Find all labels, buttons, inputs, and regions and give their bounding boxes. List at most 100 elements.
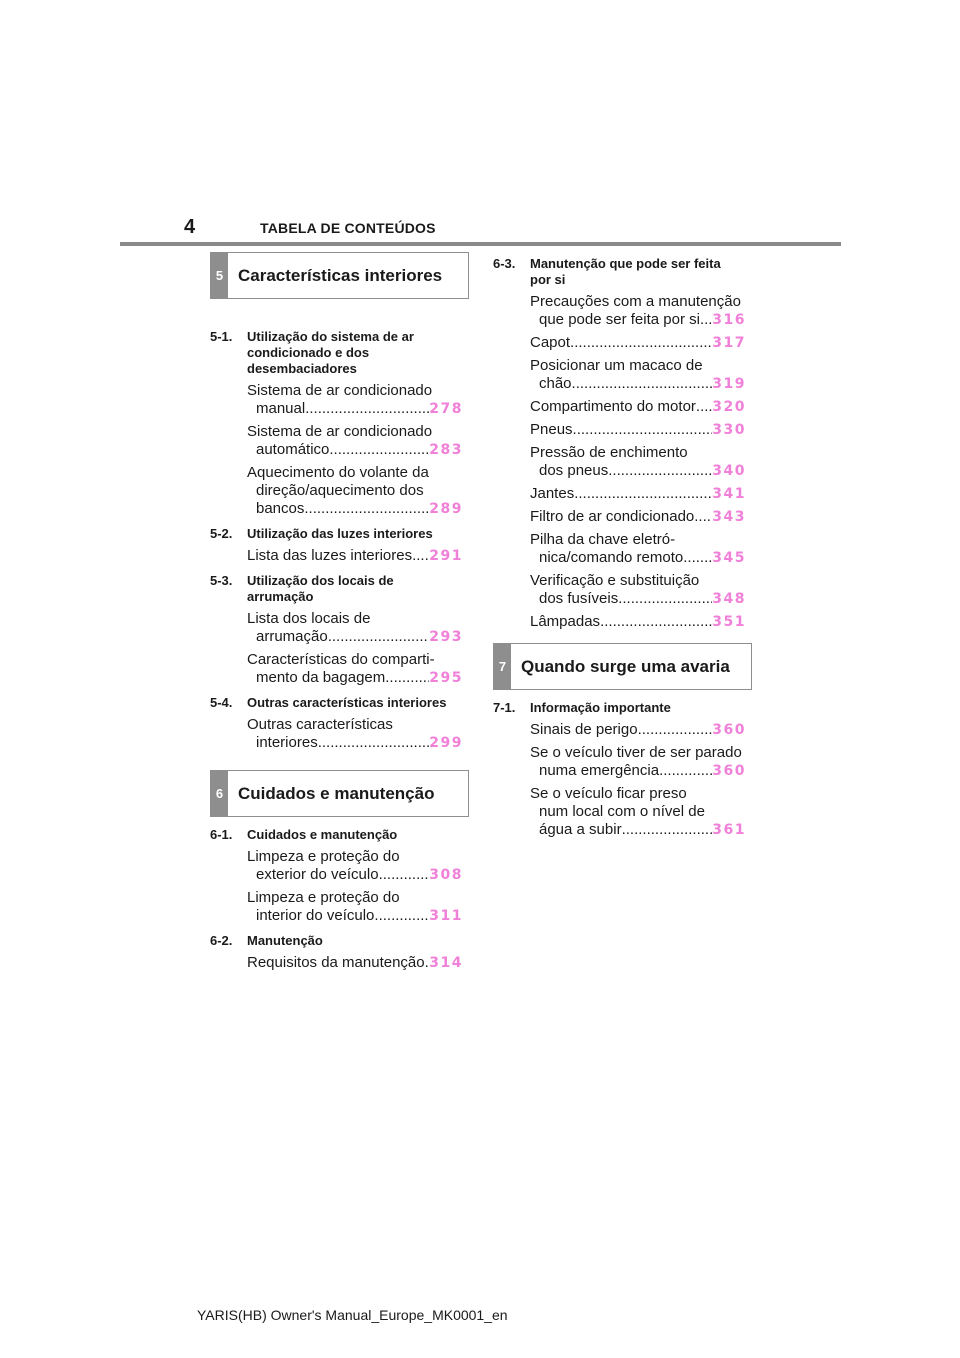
section-number: 5-4. xyxy=(210,695,233,710)
section-heading: 6-1.Cuidados e manutenção xyxy=(210,827,470,843)
entry-line: Requisitos da manutenção314 xyxy=(247,954,463,972)
dot-leader xyxy=(318,734,430,752)
page-link[interactable]: 360 xyxy=(712,722,746,738)
section-heading: 5-2.Utilização das luzes interiores xyxy=(210,526,470,542)
page-link[interactable]: 316 xyxy=(712,312,746,328)
page-number: 4 xyxy=(184,216,196,238)
page-link[interactable]: 293 xyxy=(429,629,463,645)
page-link[interactable]: 343 xyxy=(712,509,746,525)
entry-text: água a subir xyxy=(539,821,622,838)
dot-leader xyxy=(700,311,712,329)
section-number: 5-3. xyxy=(210,573,233,588)
entry-line: manual 278 xyxy=(247,400,463,418)
page-link[interactable]: 317 xyxy=(712,335,746,351)
entry-line: mento da bagagem 295 xyxy=(247,669,463,687)
footer-text: YARIS(HB) Owner's Manual_Europe_MK0001_e… xyxy=(197,1307,508,1323)
entry-text: arrumação xyxy=(256,628,328,645)
page-link[interactable]: 340 xyxy=(712,463,746,479)
toc-entry[interactable]: Lâmpadas351 xyxy=(530,613,746,631)
entry-line: Lâmpadas351 xyxy=(530,613,746,631)
toc-entry[interactable]: Pilha da chave eletró-nica/comando remot… xyxy=(530,531,746,567)
entry-line: Verificação e substituição xyxy=(530,572,700,589)
toc-entry[interactable]: Filtro de ar condicionado343 xyxy=(530,508,746,526)
page-link[interactable]: 289 xyxy=(429,501,463,517)
entry-line: Limpeza e proteção do xyxy=(247,848,400,865)
toc-entry[interactable]: Capot317 xyxy=(530,334,746,352)
toc-entry[interactable]: Sistema de ar condicionadoautomático283 xyxy=(247,423,463,459)
entry-line: num local com o nível de xyxy=(539,803,705,820)
entry-line: dos fusíveis348 xyxy=(530,590,746,608)
entry-text: dos pneus xyxy=(539,462,609,479)
page-link[interactable]: 299 xyxy=(429,735,463,751)
toc-entry[interactable]: Lista dos locais dearrumação293 xyxy=(247,610,463,646)
page-link[interactable]: 320 xyxy=(712,399,746,415)
page-link[interactable]: 361 xyxy=(712,822,746,838)
page-link[interactable]: 330 xyxy=(712,422,746,438)
section-number: 6-3. xyxy=(493,256,516,271)
section-number: 5-2. xyxy=(210,526,233,541)
toc-entry[interactable]: Características do comparti-mento da bag… xyxy=(247,651,463,687)
page-link[interactable]: 360 xyxy=(712,763,746,779)
page-link[interactable]: 291 xyxy=(429,548,463,564)
page-link[interactable]: 295 xyxy=(429,670,463,686)
toc-entry[interactable]: Posicionar um macaco dechão319 xyxy=(530,357,746,393)
toc-entry[interactable]: Lista das luzes interiores291 xyxy=(247,547,463,565)
toc-entry[interactable]: Compartimento do motor320 xyxy=(530,398,746,416)
dot-leader xyxy=(683,549,712,567)
toc-entry[interactable]: Jantes341 xyxy=(530,485,746,503)
page-link[interactable]: 311 xyxy=(429,908,463,924)
entry-line: Sistema de ar condicionado xyxy=(247,423,433,440)
section-heading: 5-4.Outras características interiores xyxy=(210,695,470,711)
section-title-line: Cuidados e manutenção xyxy=(247,827,398,842)
toc-entry[interactable]: Outras característicasinteriores299 xyxy=(247,716,463,752)
entry-line: Sinais de perigo360 xyxy=(530,721,746,739)
entry-text: interior do veículo xyxy=(256,907,375,924)
chapter-title: Cuidados e manutenção xyxy=(238,783,435,803)
page-link[interactable]: 348 xyxy=(712,591,746,607)
entry-text: mento da bagagem xyxy=(256,669,386,686)
entry-text: manual xyxy=(256,400,306,417)
section-heading: 7-1.Informação importante xyxy=(493,700,751,716)
section-number: 6-2. xyxy=(210,933,233,948)
dot-leader xyxy=(574,485,712,503)
dot-leader xyxy=(412,547,429,565)
dot-leader xyxy=(572,375,713,393)
page-link[interactable]: 278 xyxy=(429,401,463,417)
section-title: Manutenção xyxy=(247,933,470,949)
dot-leader xyxy=(328,628,430,646)
toc-entry[interactable]: Pneus330 xyxy=(530,421,746,439)
page-link[interactable]: 345 xyxy=(712,550,746,566)
entry-line: Pneus330 xyxy=(530,421,746,439)
page-link[interactable]: 351 xyxy=(712,614,746,630)
entry-line: direção/aquecimento dos xyxy=(256,482,424,499)
page-link[interactable]: 314 xyxy=(429,955,463,971)
page-link[interactable]: 341 xyxy=(712,486,746,502)
page-link[interactable]: 319 xyxy=(712,376,746,392)
page-link[interactable]: 283 xyxy=(429,442,463,458)
page-link[interactable]: 308 xyxy=(429,867,463,883)
toc-entry[interactable]: Requisitos da manutenção314 xyxy=(247,954,463,972)
toc-entry[interactable]: Sinais de perigo360 xyxy=(530,721,746,739)
chapter-title: Quando surge uma avaria xyxy=(521,656,730,676)
entry-line: Sistema de ar condicionado xyxy=(247,382,433,399)
